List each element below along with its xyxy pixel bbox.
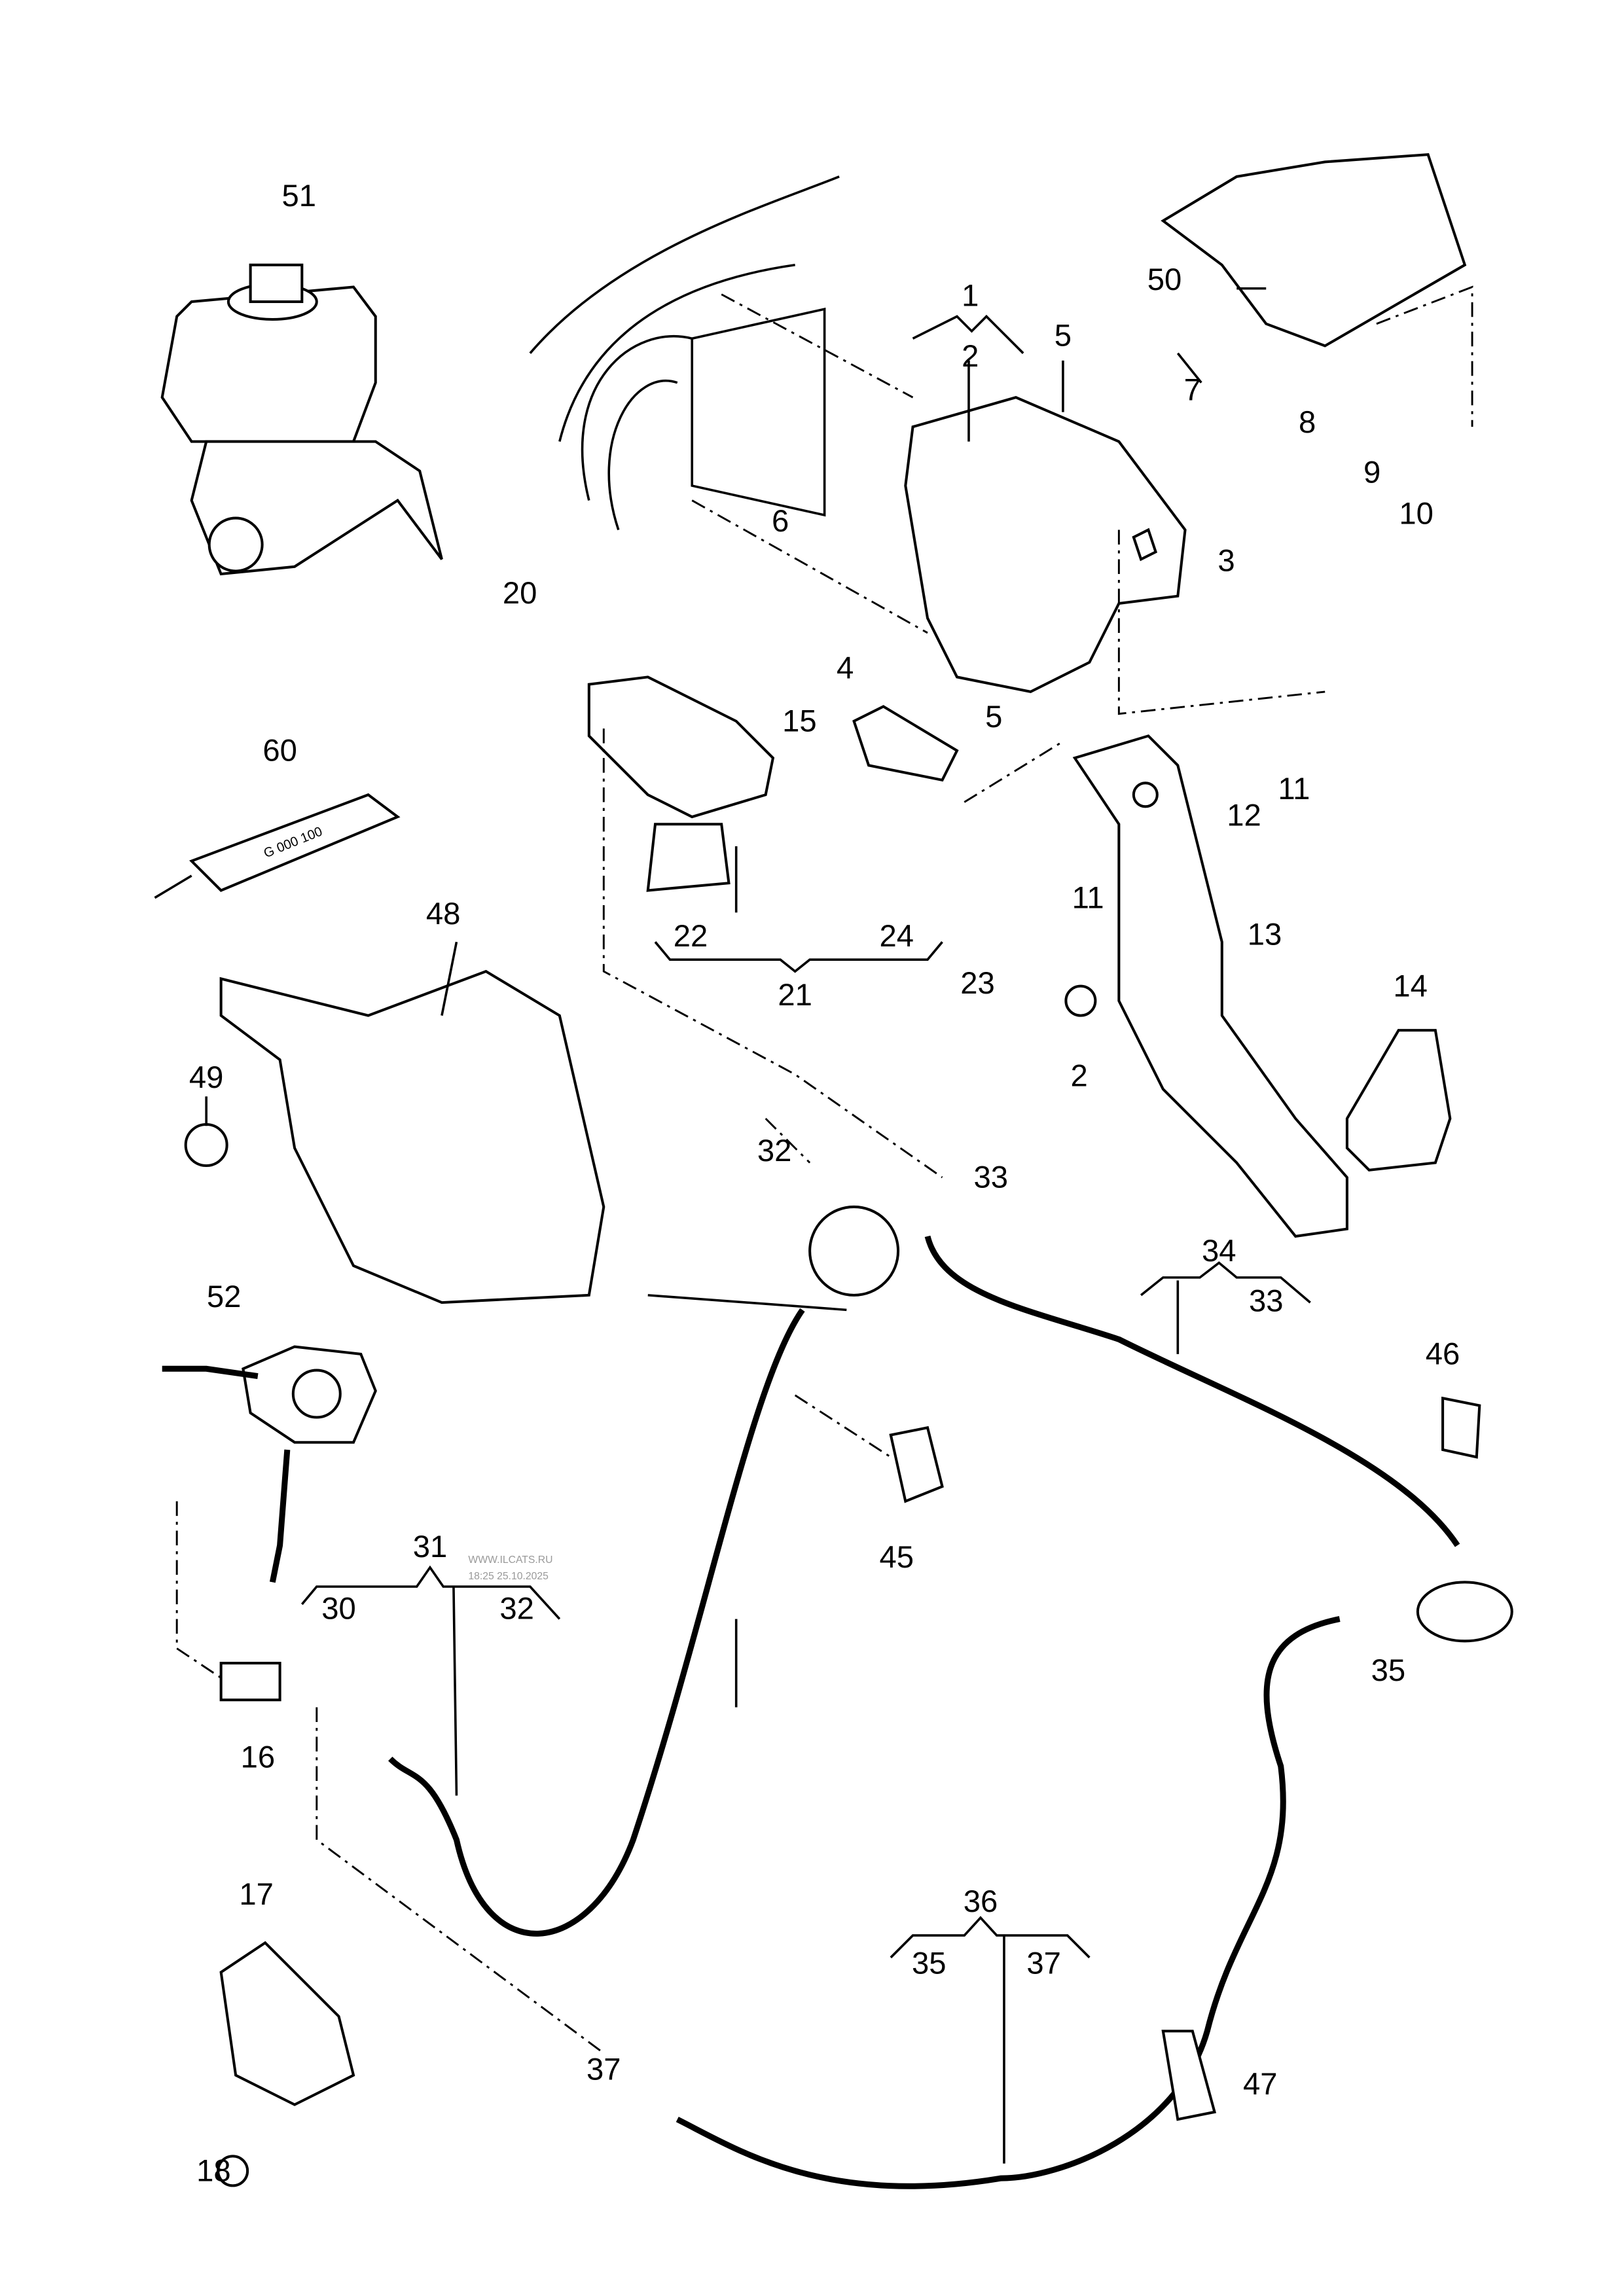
clutch-pedal: [1064, 734, 1452, 1238]
part-label: 50: [1147, 262, 1182, 297]
watermark-line-1: WWW.ILCATS.RU: [468, 1554, 552, 1566]
part-label: 49: [189, 1060, 224, 1095]
heat-shield-48: [184, 969, 605, 1304]
part-label: 34: [1202, 1234, 1236, 1268]
part-label: 32: [499, 1592, 534, 1626]
part-label: 37: [1026, 1946, 1061, 1981]
part-label: 21: [778, 978, 812, 1013]
part-label: 20: [503, 576, 537, 611]
brake-fluid-reservoir: [160, 263, 443, 576]
clutch-lines: [217, 1205, 1513, 2189]
part-label: 45: [880, 1540, 914, 1575]
part-label: 52: [207, 1280, 242, 1314]
grease-tube-60: G 000 100: [154, 793, 401, 899]
part-label: 31: [413, 1530, 448, 1564]
part-label: 14: [1393, 969, 1428, 1003]
watermark: WWW.ILCATS.RU 18:25 25.10.2025: [468, 1554, 552, 1582]
master-cylinder: [587, 675, 959, 892]
part-label: 47: [1243, 2067, 1278, 2102]
part-label: 17: [239, 1877, 274, 1912]
part-label: 22: [674, 919, 708, 954]
part-label: 48: [426, 897, 461, 931]
part-label: 8: [1299, 405, 1316, 440]
part-label: 24: [880, 919, 914, 954]
part-label: 33: [1249, 1284, 1284, 1319]
part-label: 2: [1071, 1059, 1088, 1094]
part-label: 1: [962, 279, 979, 314]
part-label: 23: [960, 966, 995, 1001]
part-label: 35: [1371, 1653, 1406, 1688]
part-label: 10: [1399, 497, 1434, 531]
part-label: 33: [973, 1160, 1008, 1195]
part-label: 9: [1363, 456, 1380, 490]
part-label: 30: [321, 1592, 356, 1626]
leader-lines: [175, 285, 1473, 2054]
part-label: 46: [1426, 1337, 1460, 1372]
part-label: 12: [1227, 798, 1261, 833]
support-bracket-50: [1161, 152, 1467, 348]
part-label: 2: [962, 339, 979, 374]
slave-cylinder-52: [162, 1345, 377, 1583]
part-label: 11: [1072, 880, 1104, 915]
pedal-bracket: [904, 396, 1187, 694]
part-label: 51: [282, 179, 317, 213]
part-label: 11: [1278, 772, 1310, 806]
background-body-outline: [529, 175, 840, 531]
part-label: 18: [196, 2154, 231, 2189]
part-label: 3: [1218, 544, 1235, 579]
part-label: 5: [1055, 318, 1072, 353]
part-label: 36: [964, 1884, 998, 1919]
part-label: 7: [1184, 373, 1201, 408]
part-label: 60: [262, 734, 297, 768]
brackets: [300, 314, 1311, 2164]
part-label: 37: [586, 2052, 621, 2087]
part-label: 6: [772, 504, 789, 539]
part-label: 5: [985, 700, 1002, 734]
part-label: 4: [837, 651, 854, 686]
part-label: 13: [1248, 918, 1282, 952]
watermark-line-2: 18:25 25.10.2025: [468, 1571, 549, 1582]
part-label: 32: [757, 1134, 792, 1168]
part-label: 35: [912, 1946, 947, 1981]
part-label: 16: [241, 1740, 276, 1775]
part-label: 15: [782, 704, 817, 739]
